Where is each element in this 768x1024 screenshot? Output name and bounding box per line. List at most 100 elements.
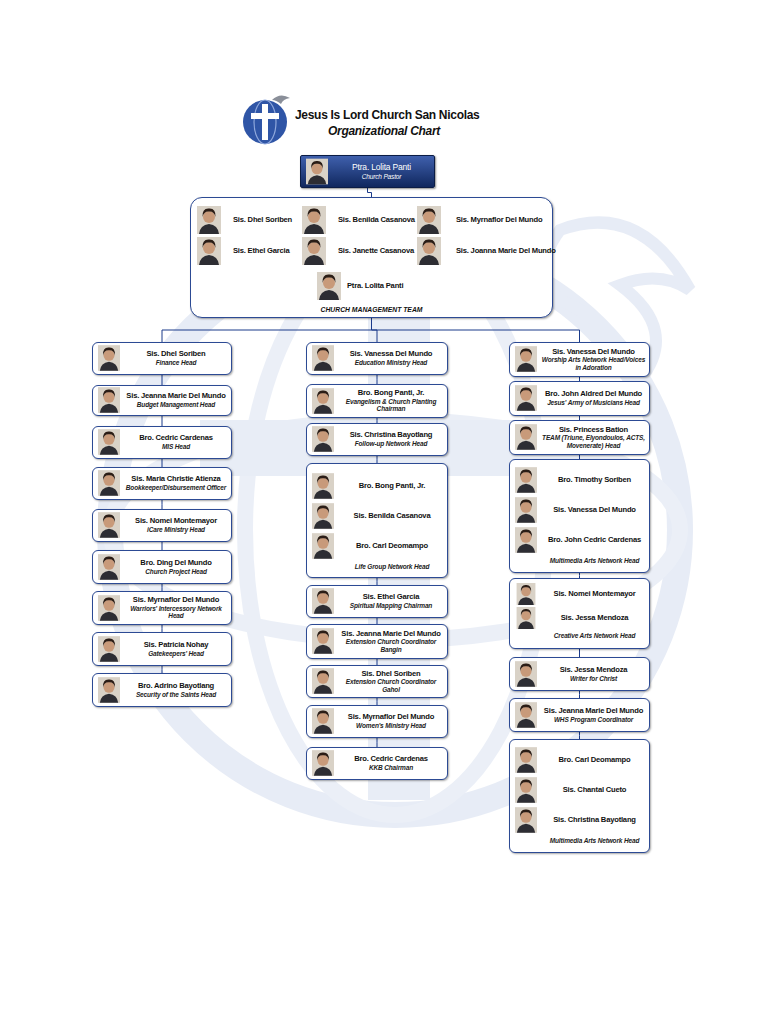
position-box: Sis. Dhel SoribenFinance Head: [92, 342, 232, 375]
logo-meridian: [254, 100, 276, 144]
member-name: Sis. Benilda Casanova: [338, 216, 415, 225]
member-name: Sis. Ethel Garcia: [233, 247, 290, 256]
member-photo: [312, 628, 334, 654]
role-title: Women's Ministry Head: [356, 722, 426, 729]
member-name: Sis. Myrnaflor Del Mundo: [348, 713, 434, 722]
member-photo: [417, 237, 441, 265]
member-photo: [312, 345, 334, 371]
role-title: Multimedia Arts Network Head: [542, 555, 647, 564]
member-photo: [312, 708, 334, 734]
role-title: WHS Program Coordinator: [554, 716, 633, 723]
member-name: Ptra. Lolita Panti: [352, 163, 411, 173]
network-box: Bro. Bong Panti, Jr.Sis. Benilda Casanov…: [306, 463, 448, 578]
reporting-line: [372, 318, 580, 342]
position-box: Sis. Myrnaflor Del MundoWarriors' Interc…: [92, 591, 232, 625]
member-name: Sis. Vanessa Del Mundo: [542, 495, 647, 525]
church-logo: [243, 95, 290, 144]
member-photo: [98, 595, 120, 621]
position-box: Sis. Christina BayotlangFollow-up Networ…: [306, 423, 448, 456]
member-photo: [98, 636, 120, 662]
member-photo: [98, 470, 120, 496]
member-photo: [515, 702, 537, 728]
member-name: Bro. Cedric Cardenas: [139, 434, 213, 443]
reporting-line: [162, 500, 163, 509]
member-photo: [302, 237, 326, 265]
member-photo: [515, 346, 537, 372]
member-photo: [98, 512, 120, 538]
position-box: Bro. Bong Panti, Jr.Evangelism & Church …: [306, 384, 448, 418]
reporting-line: [579, 732, 580, 739]
watermark-globe: [110, 245, 680, 815]
member-photo: [312, 750, 334, 776]
chart-title: Jesus Is Lord Church San Nicolas: [295, 108, 479, 122]
management-team-box: Sis. Dhel SoribenSis. Benilda CasanovaSi…: [190, 197, 553, 318]
reporting-line: [162, 666, 163, 673]
position-box: Sis. Jeanna Marie Del MundoBudget Manage…: [92, 385, 232, 416]
member-name: Bro. Bong Panti, Jr.: [358, 389, 424, 398]
member-photo: [312, 503, 334, 529]
member-photo: [515, 497, 537, 523]
member-photo: [312, 426, 334, 452]
role-title: Extension Church Coordinator Bangin: [337, 638, 445, 653]
role-title: TEAM (Triune, Elyondoulos, ACTS, Movener…: [540, 434, 647, 449]
member-photo: [515, 385, 537, 411]
role-title: Life Group Network Head: [339, 561, 445, 570]
member-name: Bro. Carl Deomampo: [339, 531, 445, 561]
reporting-line: [579, 691, 580, 698]
position-box: Bro. Ding Del MundoChurch Project Head: [92, 550, 232, 584]
member-photo: [197, 206, 221, 234]
position-box: Sis. Vanessa Del MundoEducation Ministry…: [306, 342, 448, 375]
chart-subtitle: Organizational Chart: [328, 124, 440, 138]
member-name: Sis. Myrnaflor Del Mundo: [456, 216, 542, 225]
member-photo: [197, 237, 221, 265]
position-box: Bro. Cedric CardenasMIS Head: [92, 426, 232, 459]
role-title: Education Ministry Head: [355, 359, 427, 366]
role-title: Bookkeeper/Disbursement Officer: [126, 484, 226, 491]
member-photo: [312, 533, 334, 559]
position-box: Sis. Ethel GarciaSpiritual Mapping Chair…: [306, 585, 448, 618]
role-title: Budget Management Head: [137, 401, 215, 408]
member-photo: [515, 527, 537, 553]
reporting-line: [162, 375, 163, 385]
member-name: Sis. Jessa Mendoza: [560, 666, 628, 675]
reporting-line: [162, 416, 163, 426]
role-title: Multimedia Arts Network Head: [542, 835, 647, 844]
position-box: Bro. John Aldred Del MundoJesus' Army of…: [509, 381, 650, 416]
member-name: Sis. Nomei Montemayor: [135, 517, 217, 526]
reporting-line: [377, 375, 378, 384]
member-name: Bro. John Aldred Del Mundo: [545, 390, 642, 399]
position-box: Bro. Cedric CardenasKKB Chairman: [306, 747, 448, 780]
position-box: Bro. Adrino BayotlangSecurity of the Sai…: [92, 673, 232, 707]
member-photo: [312, 588, 334, 614]
member-name: Sis. Maria Christie Atienza: [131, 475, 220, 484]
member-photo: [98, 387, 120, 413]
reporting-line: [368, 188, 372, 197]
member-name: Sis. Christina Bayotlang: [542, 805, 647, 835]
member-photo: [515, 661, 537, 687]
member-name: Ptra. Lolita Panti: [347, 282, 403, 291]
member-photo: [317, 272, 341, 300]
logo-cross: [262, 104, 268, 140]
member-name: Sis. Dhel Soriben: [233, 216, 292, 225]
logo-cross: [251, 113, 279, 119]
role-title: Follow-up Network Head: [355, 440, 428, 447]
member-name: Bro. Ding Del Mundo: [140, 559, 211, 568]
role-title: KKB Chairman: [369, 764, 413, 771]
role-title: Warriors' Intercessory Network Head: [123, 605, 229, 620]
member-name: Sis. Patricia Nohay: [144, 641, 209, 650]
role-title: Jesus' Army of Musicians Head: [547, 399, 640, 406]
member-photo: [417, 206, 441, 234]
member-name: Sis. Nomei Montemayor: [542, 582, 647, 606]
role-title: Creative Arts Network Head: [542, 630, 647, 639]
member-photo: [98, 429, 120, 455]
member-name: Sis. Chantal Cueto: [542, 775, 647, 805]
member-photo: [312, 388, 334, 414]
member-photo: [515, 467, 537, 493]
member-name: Sis. Dhel Soriben: [146, 350, 205, 359]
role-title: Extension Church Coordinator Gahol: [337, 678, 445, 693]
member-photo: [517, 583, 536, 605]
member-name: Bro. Adrino Bayotlang: [138, 682, 214, 691]
role-title: Church Project Head: [145, 568, 206, 575]
member-name: Bro. Cedric Cardenas: [354, 755, 428, 764]
